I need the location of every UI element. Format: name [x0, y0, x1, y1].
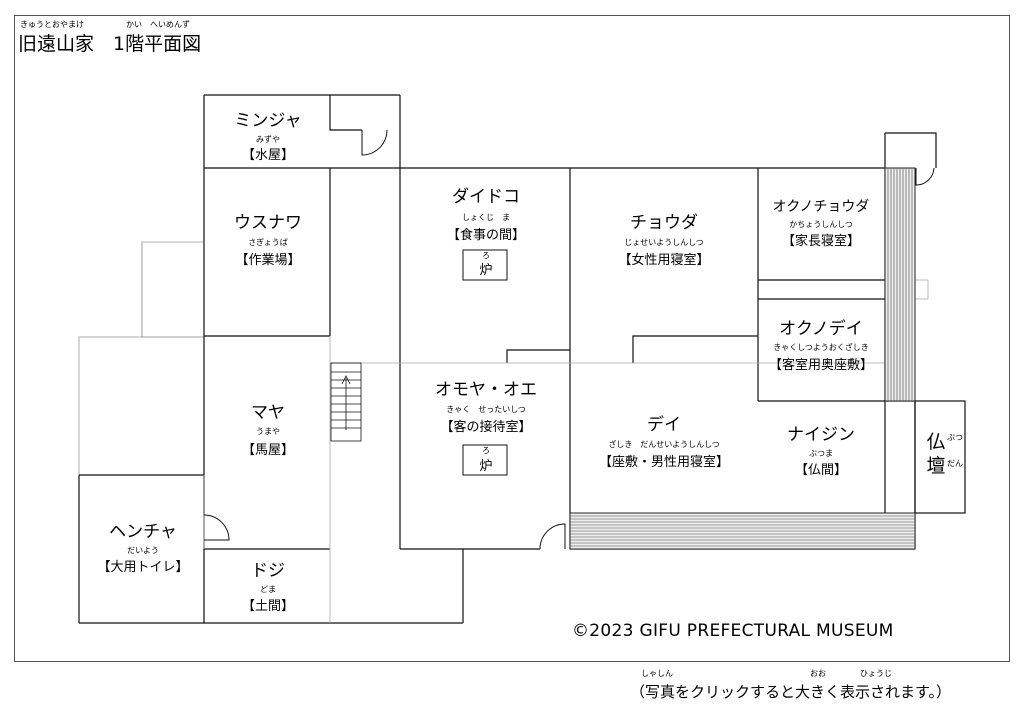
caption-text: （写真をクリックすると大きく表示されます。）	[630, 683, 951, 701]
hearth-omoya: 炉	[479, 459, 492, 474]
room-okunochouda-name[interactable]: オクノチョウダ	[773, 199, 870, 215]
hearth-daidoko: 炉	[479, 263, 492, 278]
room-dei-label: 【座敷・男性用寝室】	[599, 454, 729, 470]
caption-ruby-2: おお	[810, 669, 826, 678]
room-okunodei-label: 【客室用奥座敷】	[769, 357, 873, 373]
room-daidoko-ruby: しょくじ ま	[462, 213, 510, 222]
room-chouda-name[interactable]: チョウダ	[630, 213, 698, 233]
frame-border	[14, 15, 1010, 662]
room-maya-name[interactable]: マヤ	[251, 403, 285, 423]
room-hencha-label: 【大用トイレ】	[97, 560, 188, 575]
butsudan-ruby-1: ぶつ	[947, 433, 963, 442]
room-omoya-label: 【客の接待室】	[440, 419, 531, 435]
room-omoya-name[interactable]: オモヤ・オエ	[435, 380, 537, 400]
room-minja-ruby: みずや	[256, 134, 280, 144]
room-usunawa-name[interactable]: ウスナワ	[234, 213, 302, 233]
hearth-box-daidoko	[462, 249, 508, 281]
room-naijin-name[interactable]: ナイジン	[787, 425, 855, 445]
room-dei-ruby: ざしき だんせいようしんしつ	[608, 439, 719, 449]
veranda-bottom	[569, 512, 916, 550]
hearth-daidoko-ruby: ろ	[482, 251, 490, 260]
room-naijin-label: 【仏間】	[795, 463, 847, 478]
caption-ruby-1: しゃしん	[641, 669, 673, 678]
room-maya-label: 【馬屋】	[242, 443, 294, 458]
room-okunodei-name[interactable]: オクノデイ	[779, 318, 863, 339]
room-maya-ruby: うまや	[256, 427, 280, 436]
title-ruby-2: かい へいめんず	[126, 19, 190, 29]
room-daidoko-label: 【食事の間】	[447, 227, 525, 243]
room-naijin-ruby: ぶつま	[809, 449, 833, 458]
room-dei-name[interactable]: デイ	[647, 414, 681, 435]
title-ruby-1: きゅうとおやまけ	[20, 20, 84, 29]
room-doji-name[interactable]: ドジ	[251, 561, 285, 581]
room-okunochouda-label: 【家長寝室】	[782, 233, 860, 249]
room-doji-label: 【土間】	[242, 599, 294, 614]
copyright: ©2023 GIFU PREFECTURAL MUSEUM	[572, 621, 894, 641]
room-chouda-ruby: じょせいようしんしつ	[624, 238, 703, 247]
room-chouda-label: 【女性用寝室】	[618, 252, 709, 268]
room-okunodei-ruby: きゃくしつようおくざしき	[773, 342, 869, 352]
caption-ruby-3: ひょうじ	[860, 669, 892, 678]
butsudan-char-1[interactable]: 仏	[926, 431, 945, 453]
aux-outline	[78, 241, 205, 476]
room-hencha-name[interactable]: ヘンチャ	[109, 522, 177, 542]
butsudan-ruby-2: だん	[947, 459, 963, 468]
room-usunawa-label: 【作業場】	[235, 252, 300, 268]
room-minja-label: 【水屋】	[242, 148, 294, 163]
butsudan-char-2[interactable]: 壇	[926, 455, 945, 477]
room-omoya-ruby: きゃく せったいしつ	[446, 405, 526, 414]
veranda-right	[884, 167, 916, 402]
room-usunawa-ruby: さぎょうば	[248, 237, 288, 247]
page-title: 旧遠山家 1階平面図	[18, 33, 201, 55]
room-daidoko-name[interactable]: ダイドコ	[452, 187, 520, 207]
hearth-box-omoya	[462, 444, 508, 476]
room-hencha-ruby: だいよう	[127, 546, 159, 555]
room-minja-name[interactable]: ミンジャ	[234, 111, 301, 131]
stairs	[330, 362, 362, 442]
hearth-omoya-ruby: ろ	[482, 446, 490, 455]
door-swings	[203, 129, 935, 550]
light-lines	[203, 279, 929, 623]
room-doji-ruby: どま	[260, 585, 276, 594]
room-okunochouda-ruby: かちょうしんしつ	[789, 220, 853, 229]
